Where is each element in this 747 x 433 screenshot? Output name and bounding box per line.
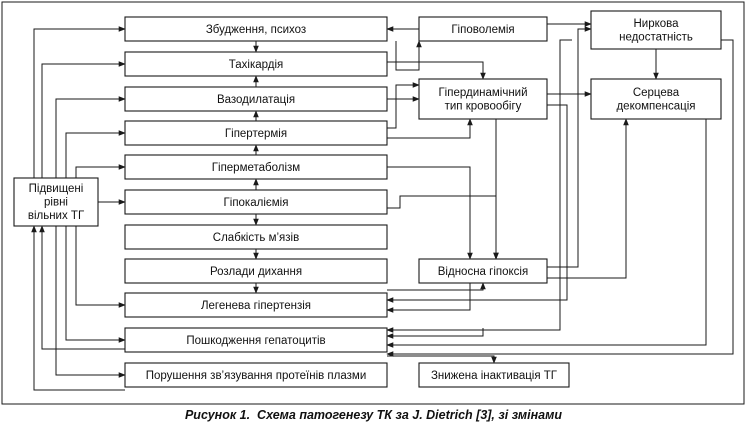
nyrkova-line-1: Ниркова [633, 18, 679, 30]
arrow-35 [386, 328, 484, 339]
node-hypermetabolism: Гіперметаболізм [124, 154, 388, 180]
node-hyperdynamic-circulation-label: Гіпердинамічний тип кровообігу [438, 87, 527, 113]
hipertermiia-line-1: Гіпертермія [225, 128, 287, 140]
arrow-27 [387, 118, 473, 139]
node-cardiac-decompensation-label: Серцева декомпенсація [616, 87, 695, 113]
node-respiratory-disorders: Розлади дихання [124, 258, 388, 284]
znyzhena-inaktyvatsiia-line-1: Знижена інактивація ТГ [431, 370, 558, 382]
node-tachycardia-label: Тахікардія [229, 59, 284, 71]
node-pulmonary-hypertension: Легенева гіпертензія [124, 292, 388, 318]
arrow-2 [41, 61, 126, 178]
node-pulmonary-hypertension-label: Легенева гіпертензія [201, 300, 311, 312]
sertseva-line-2: декомпенсація [616, 101, 695, 113]
arrow-33 [547, 26, 592, 268]
arrow-24 [387, 82, 420, 129]
node-muscle-weakness-label: Слабкість м’язів [213, 232, 299, 244]
sertseva-line-1: Серцева [633, 87, 680, 99]
node-hyperthermia: Гіпертермія [124, 120, 388, 146]
arrow-11 [31, 225, 125, 391]
arrow-8 [65, 226, 126, 343]
takhikardiia-line-1: Тахікардія [229, 59, 284, 71]
arrow-22 [387, 61, 486, 80]
arrow-34 [547, 118, 629, 279]
figure-caption: Рисунок 1. Схема патогенезу ТК за J. Die… [184, 408, 563, 422]
node-hypovolemia-label: Гіповолемія [451, 24, 514, 36]
arrow-32 [387, 282, 486, 291]
node-protein-binding-disorder: Порушення зв’язування протеїнів плазми [124, 362, 388, 388]
node-tachycardia: Тахікардія [124, 51, 388, 77]
arrow-7 [75, 226, 126, 308]
node-reduced-tg-inactivation: Знижена інактивація ТГ [418, 362, 570, 388]
arrow-21 [395, 40, 422, 71]
hipokaliemiia-line-1: Гіпокаліємія [224, 197, 289, 209]
arrow-31 [386, 283, 471, 313]
porushennia-line-1: Порушення зв’язування протеїнів плазми [146, 370, 367, 382]
node-hypokalemia-label: Гіпокаліємія [224, 197, 289, 209]
node-hepatocyte-damage: Пошкодження гепатоцитів [124, 327, 388, 353]
node-vasodilation-label: Вазодилатація [217, 94, 295, 106]
node-hepatocyte-damage-label: Пошкодження гепатоцитів [186, 335, 325, 347]
connector-arrows [31, 21, 734, 391]
arrow-5 [75, 164, 126, 178]
diagram-frame [1, 1, 745, 405]
arrow-28 [387, 166, 473, 260]
tg-levels-line-2: рівні [44, 197, 68, 209]
slabkist-line-1: Слабкість м’язів [213, 232, 299, 244]
node-relative-hypoxia-label: Відносна гіпоксія [438, 266, 528, 278]
poshkodzhennia-line-1: Пошкодження гепатоцитів [186, 335, 325, 347]
node-protein-binding-disorder-label: Порушення зв’язування протеїнів плазми [146, 370, 367, 382]
hipermetabolizm-line-1: Гіперметаболізм [212, 162, 301, 174]
vidnosna-hipoksiia-line-1: Відносна гіпоксія [438, 266, 528, 278]
node-muscle-weakness: Слабкість м’язів [124, 224, 388, 250]
arrow-1 [33, 26, 126, 178]
node-respiratory-disorders-label: Розлади дихання [210, 266, 302, 278]
node-hyperdynamic-circulation: Гіпердинамічний тип кровообігу [418, 78, 548, 120]
zbudzhennia-line-1: Збудження, психоз [206, 24, 306, 36]
arrow-29 [387, 195, 499, 260]
node-excitation-psychosis-label: Збудження, психоз [206, 24, 306, 36]
arrow-41 [386, 39, 734, 357]
node-excitation-psychosis: Збудження, психоз [124, 16, 388, 42]
node-hypokalemia: Гіпокаліємія [124, 189, 388, 215]
arrow-26 [386, 104, 568, 303]
arrow-38 [387, 355, 497, 364]
arrow-36 [386, 39, 572, 333]
node-cardiac-decompensation: Серцева декомпенсація [590, 78, 722, 120]
node-hypovolemia: Гіповолемія [418, 16, 548, 42]
node-hypermetabolism-label: Гіперметаболізм [212, 162, 301, 174]
arrow-4 [65, 130, 126, 178]
arrow-10 [39, 225, 125, 350]
node-vasodilation: Вазодилатація [124, 86, 388, 112]
tg-levels-line-1: Підвищені [29, 183, 84, 195]
rozlady-dykhannia-line-1: Розлади дихання [210, 266, 302, 278]
hipovolemiia-line-1: Гіповолемія [451, 24, 514, 36]
arrow-3 [55, 96, 126, 178]
vazodylatatsiia-line-1: Вазодилатація [217, 94, 295, 106]
lehenev-hipertenziia-line-1: Легенева гіпертензія [201, 300, 311, 312]
tg-levels-line-3: вільних ТГ [28, 210, 85, 222]
hiperdynamichnyi-line-2: тип кровообігу [445, 101, 522, 113]
arrow-9 [55, 226, 126, 378]
node-hyperthermia-label: Гіпертермія [225, 128, 287, 140]
node-renal-failure-label: Ниркова недостатність [619, 18, 693, 44]
node-reduced-tg-inactivation-label: Знижена інактивація ТГ [431, 370, 558, 382]
arrow-37 [386, 119, 707, 348]
node-relative-hypoxia: Відносна гіпоксія [418, 258, 548, 284]
nyrkova-line-2: недостатність [619, 32, 693, 44]
hiperdynamichnyi-line-1: Гіпердинамічний [438, 87, 527, 99]
node-renal-failure: Ниркова недостатність [590, 10, 722, 50]
